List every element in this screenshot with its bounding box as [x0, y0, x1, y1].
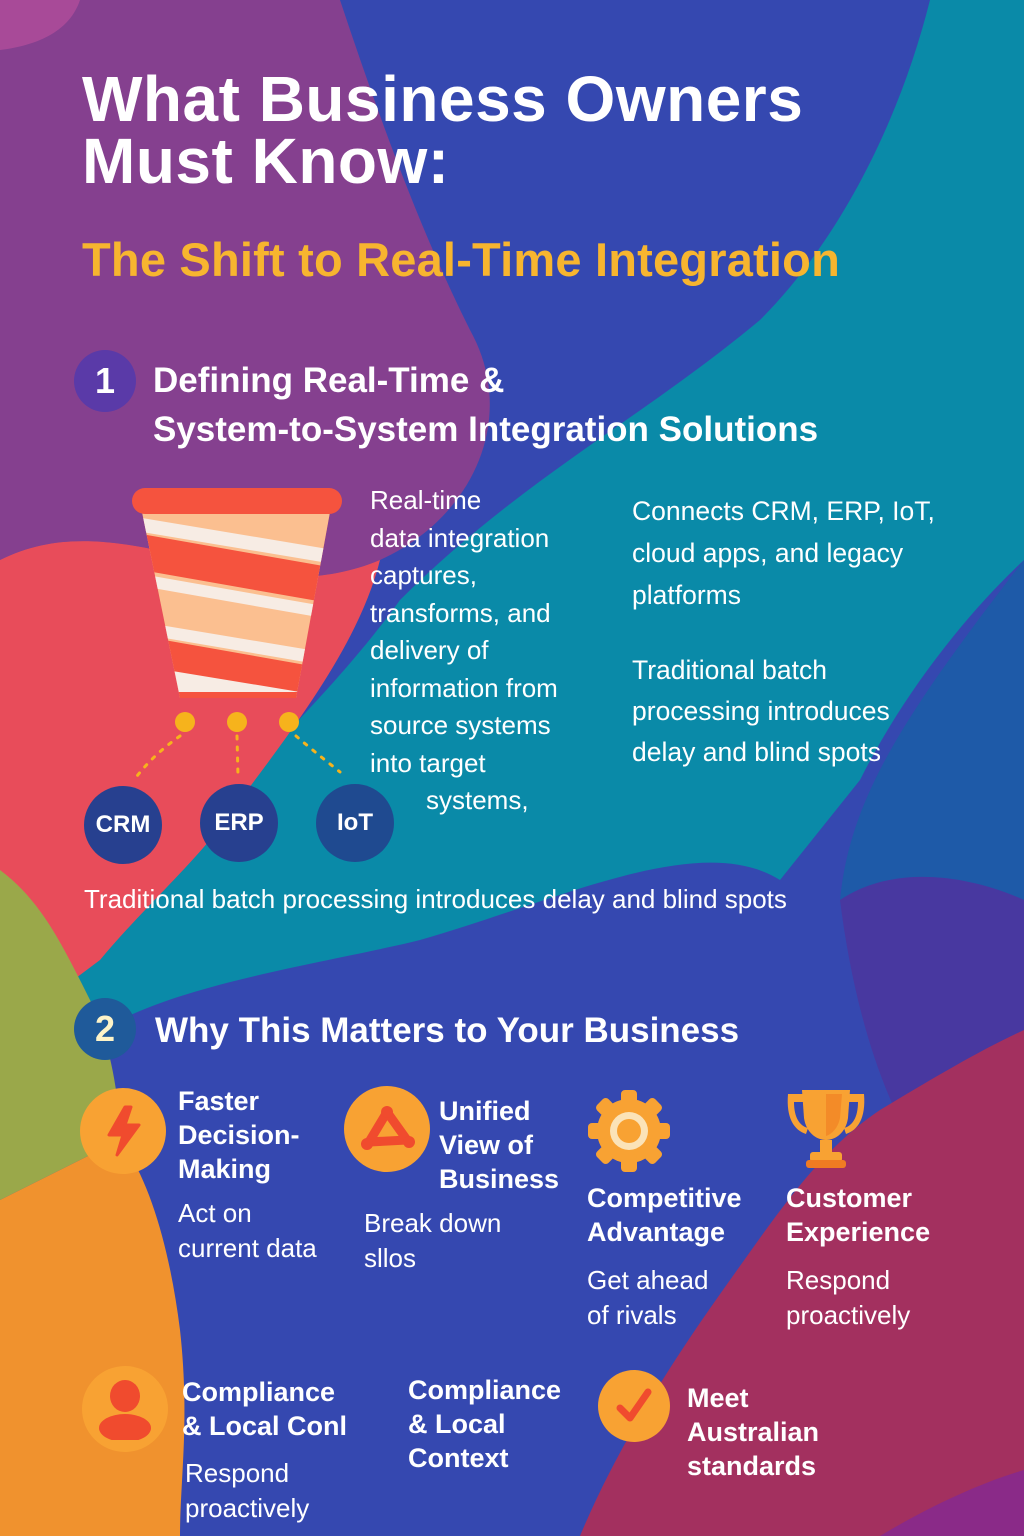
page-title: What Business Owners Must Know: — [82, 63, 982, 197]
feature-desc-line: Get ahead — [587, 1265, 709, 1295]
definition-text: Real-time data integration captures, tra… — [370, 482, 600, 820]
batch-processing-text: Traditional batch processing introduces … — [632, 655, 890, 767]
feature-title-compliance-local-conl: Compliance & Local Conl — [182, 1375, 347, 1443]
feature-title-line: & Local Conl — [182, 1411, 348, 1441]
system-node-label: ERP — [214, 809, 264, 836]
feature-desc-line: Act on — [178, 1198, 252, 1228]
definition-line: captures, — [370, 560, 477, 590]
network-icon-badge — [344, 1086, 430, 1172]
feature-title-line: Unified — [439, 1096, 531, 1126]
section-2-heading: Why This Matters to Your Business — [155, 1011, 740, 1050]
feature-title-line: Decision- — [178, 1120, 300, 1150]
feature-desc-line: sllos — [364, 1243, 417, 1273]
connector-dot-2 — [227, 712, 247, 732]
page-subtitle: The Shift to Real-Time Integration — [82, 233, 840, 286]
network-triangle-icon — [361, 1106, 415, 1150]
definition-line: data integration — [370, 522, 550, 553]
lightning-icon-badge — [80, 1088, 166, 1174]
definition-line: source systems — [370, 710, 551, 740]
feature-desc-line: Respond — [185, 1458, 290, 1488]
system-node-erp: ERP — [200, 784, 278, 862]
feature-title-line: Experience — [786, 1217, 931, 1247]
feature-title-line: Customer — [786, 1183, 913, 1213]
title-line-2: Must Know: — [82, 125, 450, 197]
checkmark-icon — [616, 1388, 652, 1422]
feature-desc-line: current data — [178, 1233, 317, 1263]
definition-line: delivery of — [370, 635, 489, 665]
gear-icon — [588, 1090, 670, 1172]
funnel-icon — [132, 488, 342, 698]
dotted-connectors — [132, 734, 342, 782]
feature-title-line: Faster — [178, 1086, 260, 1116]
user-icon — [99, 1380, 151, 1440]
feature-title-compliance-local-context: Compliance & Local Context — [408, 1373, 561, 1475]
section-1-heading-line-1: Defining Real-Time & — [153, 361, 505, 400]
feature-title-competitive-advantage: Competitive Advantage — [587, 1181, 742, 1249]
feature-desc-competitive-advantage: Get ahead of rivals — [587, 1263, 708, 1333]
feature-title-line: Context — [408, 1443, 509, 1473]
feature-desc-line: proactively — [786, 1300, 911, 1330]
feature-desc-compliance-local-conl: Respond proactively — [185, 1456, 309, 1526]
system-node-crm: CRM — [84, 786, 162, 864]
user-icon-badge — [82, 1366, 168, 1452]
section-2-number-badge: 2 — [74, 998, 136, 1060]
feature-desc-line: proactively — [185, 1493, 310, 1523]
feature-title-line: Compliance — [182, 1377, 336, 1407]
section-1-heading: Defining Real-Time & System-to-System In… — [153, 356, 953, 454]
definition-line: into target — [370, 747, 486, 778]
feature-title-unified-view: Unified View of Business — [439, 1094, 559, 1196]
feature-desc-line: Respond — [786, 1265, 891, 1295]
feature-title-line: Meet — [687, 1383, 749, 1413]
connector-dot-3 — [279, 712, 299, 732]
feature-desc-customer-experience: Respond proactively — [786, 1263, 910, 1333]
system-node-label: IoT — [337, 809, 373, 836]
connector-dot-1 — [175, 712, 195, 732]
feature-title-line: Advantage — [587, 1217, 726, 1247]
checkmark-icon-badge — [598, 1370, 670, 1442]
feature-title-customer-experience: Customer Experience — [786, 1181, 930, 1249]
feature-title-line: Competitive — [587, 1183, 742, 1213]
feature-desc-line: Break down — [364, 1208, 502, 1238]
feature-desc-faster-decision-making: Act on current data — [178, 1196, 317, 1266]
feature-title-line: Business — [439, 1164, 560, 1194]
section-1-heading-line-2: System-to-System Integration Solutions — [153, 410, 819, 449]
feature-title-meet-australian-standards: Meet Australian standards — [687, 1381, 819, 1483]
feature-title-line: Compliance — [408, 1375, 562, 1405]
feature-title-faster-decision-making: Faster Decision- Making — [178, 1084, 300, 1186]
definition-line: Real-time — [370, 485, 482, 515]
feature-desc-unified-view: Break down sllos — [364, 1206, 501, 1276]
section-1-number-badge: 1 — [74, 350, 136, 412]
system-node-iot: IoT — [316, 784, 394, 862]
feature-title-line: Australian — [687, 1417, 820, 1447]
feature-title-line: standards — [687, 1451, 817, 1481]
definition-line: systems, — [426, 785, 529, 815]
feature-title-line: View of — [439, 1130, 534, 1160]
feature-desc-line: of rivals — [587, 1300, 677, 1330]
definition-line: transforms, and — [370, 597, 551, 628]
feature-title-line: & Local — [408, 1409, 506, 1439]
definition-line: information from — [370, 672, 558, 703]
title-line-1: What Business Owners — [82, 63, 804, 135]
trophy-icon — [787, 1090, 865, 1168]
feature-title-line: Making — [178, 1154, 272, 1184]
batch-processing-note: Traditional batch processing introduces … — [84, 884, 787, 914]
connects-text: Connects CRM, ERP, IoT, cloud apps, and … — [632, 496, 935, 610]
system-node-label: CRM — [95, 811, 151, 838]
lightning-icon — [107, 1105, 141, 1157]
